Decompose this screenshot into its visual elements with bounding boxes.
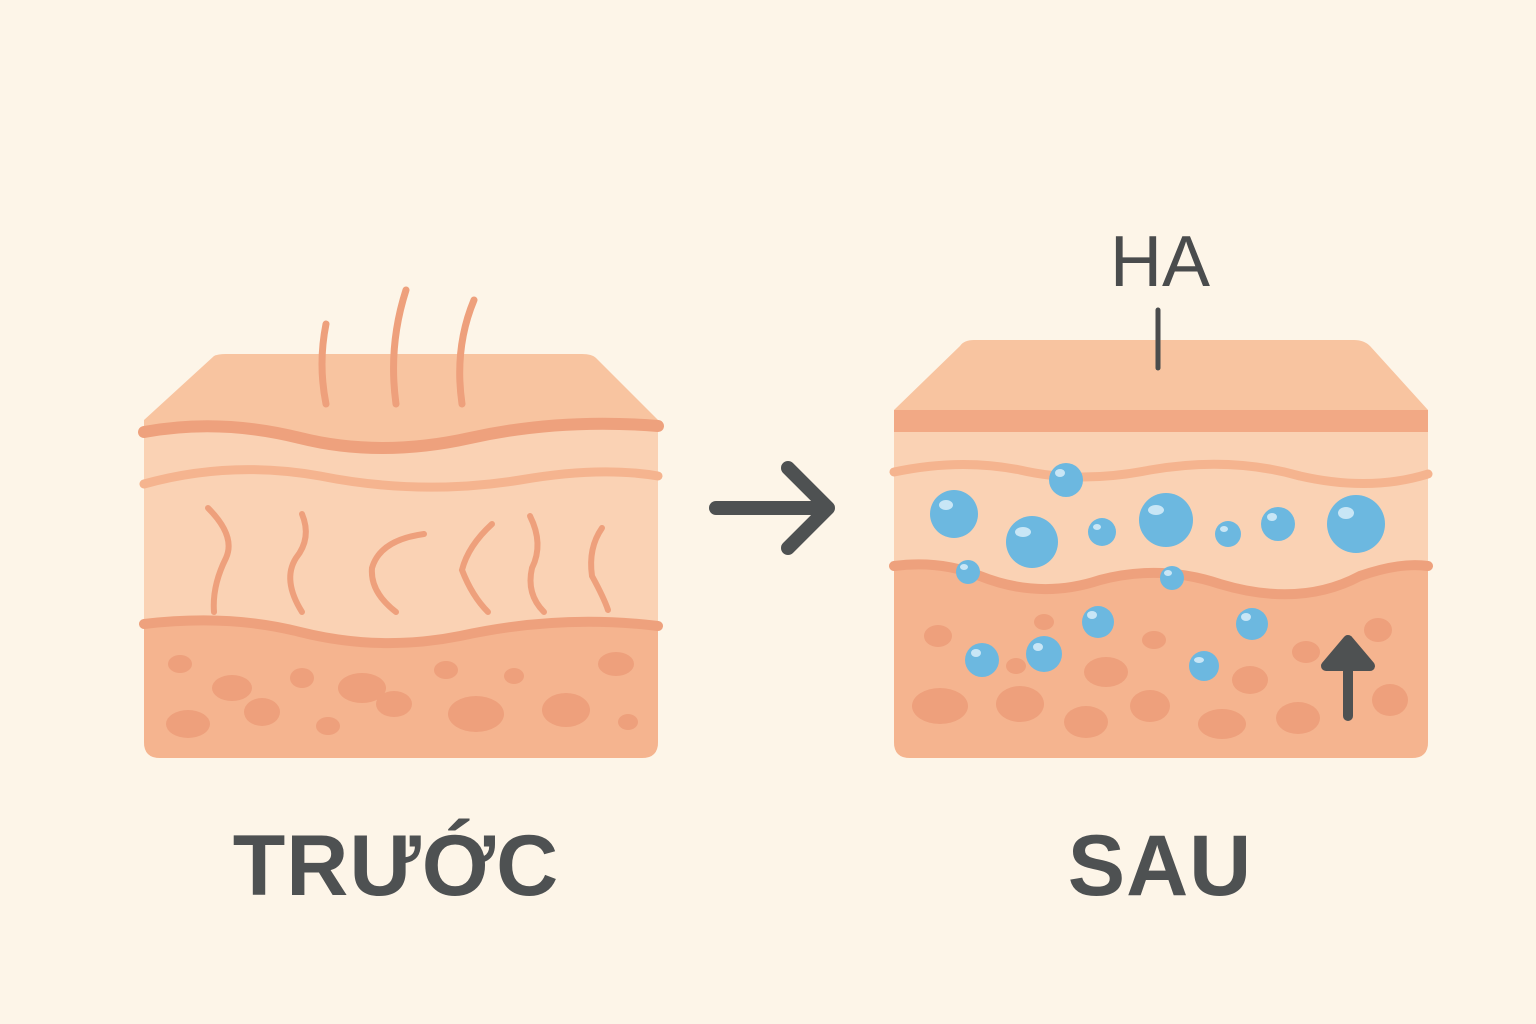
skin-before <box>138 286 664 758</box>
dryness-line <box>390 286 410 408</box>
up-arrow-icon <box>1321 635 1375 721</box>
fat-cell <box>376 691 412 717</box>
skin-before-collagen-fibers <box>205 505 611 615</box>
collagen-fiber <box>287 511 309 615</box>
fat-cell <box>912 688 968 724</box>
hyaluronic-acid-droplets <box>930 463 1385 681</box>
skin-after-deep-line <box>889 559 1433 600</box>
fat-cell <box>166 710 210 738</box>
skin-after-smooth-band <box>894 410 1428 432</box>
fat-cell <box>924 625 952 647</box>
ha-droplet <box>965 643 999 677</box>
skin-before-fat-cells <box>166 652 638 738</box>
dryness-line <box>456 296 478 408</box>
skin-before-deep-layer <box>144 620 658 758</box>
fat-cell <box>316 717 340 735</box>
ha-droplet <box>1261 507 1295 541</box>
skin-before-wrinkle-line <box>138 417 664 454</box>
fat-cell <box>338 673 386 703</box>
fat-cell <box>212 675 252 701</box>
skin-before-top-surface <box>144 354 658 420</box>
skin-after-upper-wave <box>889 459 1433 488</box>
fat-cell <box>434 661 458 679</box>
fat-cell <box>996 686 1044 722</box>
up-arrow-head <box>1321 635 1375 671</box>
fat-cell <box>1276 702 1320 734</box>
fat-cell <box>1292 641 1320 663</box>
ha-droplet <box>1215 521 1241 547</box>
fat-cell <box>504 668 524 684</box>
ha-droplet <box>1088 518 1116 546</box>
collagen-fiber <box>205 505 232 615</box>
fat-cell <box>598 652 634 676</box>
fat-cell <box>1372 684 1408 716</box>
fat-cell <box>244 698 280 726</box>
ha-droplet <box>1026 636 1062 672</box>
fat-cell <box>1198 709 1246 739</box>
fat-cell <box>1142 631 1166 649</box>
ha-droplet <box>1189 651 1219 681</box>
ha-droplet <box>1236 608 1268 640</box>
fat-cell <box>448 696 504 732</box>
skin-after <box>889 340 1433 758</box>
fat-cell <box>1034 614 1054 630</box>
skin-before-dryness-lines <box>318 286 478 408</box>
fat-cell <box>618 714 638 730</box>
skin-after-top-surface <box>894 340 1428 410</box>
ha-droplet <box>1006 516 1058 568</box>
skin-after-fat-cells <box>912 614 1408 739</box>
collagen-fiber <box>527 513 547 615</box>
collagen-fiber <box>368 531 427 615</box>
ha-droplet <box>956 560 980 584</box>
before-label: TRƯỚC <box>232 818 560 914</box>
fat-cell <box>290 668 314 688</box>
right-arrow-icon <box>709 461 835 555</box>
fat-cell <box>1064 706 1108 738</box>
ha-label: HA <box>1109 222 1211 302</box>
fat-cell <box>1130 690 1170 722</box>
ha-droplet <box>1139 493 1193 547</box>
fat-cell <box>1232 666 1268 694</box>
ha-droplet <box>1049 463 1083 497</box>
fat-cell <box>542 693 590 727</box>
dryness-line <box>318 320 330 408</box>
ha-droplet <box>1082 606 1114 638</box>
collagen-fiber <box>458 521 495 615</box>
fat-cell <box>1364 618 1392 642</box>
skin-before-deep-line <box>139 615 663 649</box>
ha-droplet <box>930 490 978 538</box>
collagen-fiber <box>588 525 611 613</box>
right-arrow-head <box>781 461 835 555</box>
ha-droplet <box>1160 566 1184 590</box>
fat-cell <box>168 655 192 673</box>
ha-droplet <box>1327 495 1385 553</box>
fat-cell <box>1084 657 1128 687</box>
skin-before-dry-band <box>139 465 663 492</box>
fat-cell <box>1006 658 1026 674</box>
after-label: SAU <box>1067 818 1253 914</box>
